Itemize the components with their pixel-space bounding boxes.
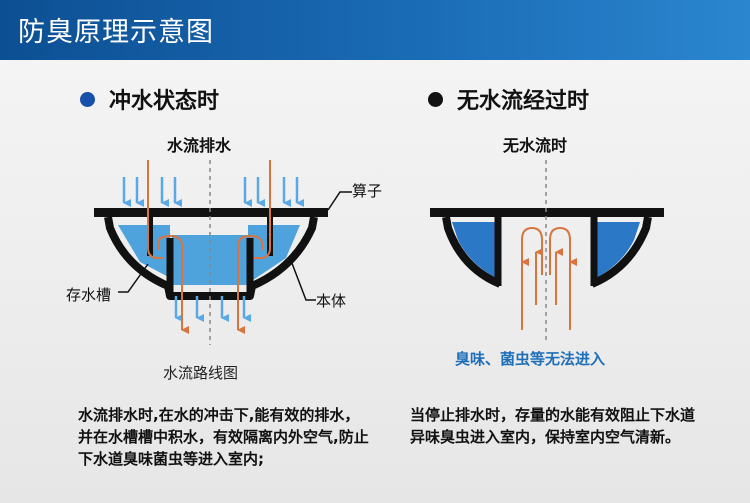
black-bullet-icon — [428, 91, 443, 107]
left-diagram-title: 水流排水 — [167, 136, 232, 155]
trough-label: 存水槽 — [66, 286, 112, 304]
blue-bullet-icon — [80, 91, 95, 107]
right-heading: 无水流经过时 — [428, 83, 589, 115]
left-heading: 冲水状态时 — [80, 83, 219, 115]
right-warning: 臭味、菌虫等无法进入 — [455, 350, 606, 368]
right-description: 当停止排水时，存量的水能有效阻止下水道异味臭虫进入室内，保持室内空气清新。 — [410, 406, 696, 446]
left-heading-text: 冲水状态时 — [109, 89, 220, 114]
grate-label: 算子 — [352, 182, 383, 200]
page-title: 防臭原理示意图 — [18, 17, 214, 48]
right-heading-text: 无水流经过时 — [457, 89, 590, 114]
left-caption: 水流路线图 — [163, 364, 239, 382]
right-diagram-title: 无水流时 — [503, 136, 568, 155]
header-bar: 防臭原理示意图 — [0, 0, 750, 60]
left-description: 水流排水时,在水的冲击下,能有效的排水，并在水槽槽中积水，有效隔离内外空气,防止… — [78, 406, 369, 468]
body-label: 本体 — [316, 292, 347, 310]
